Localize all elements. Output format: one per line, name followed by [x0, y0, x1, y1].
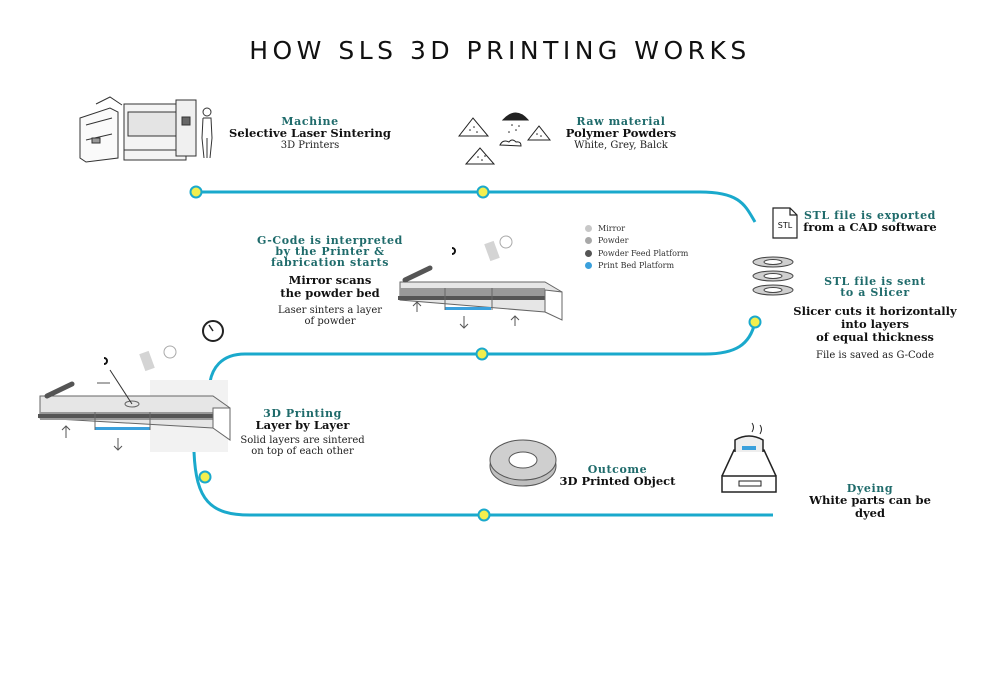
step-sub: Solid layers are sintered on top of each…	[240, 435, 365, 457]
step-layer: 3D Printing Layer by Layer Solid layers …	[230, 408, 375, 457]
step-title: G-Code is interpreted by the Printer & f…	[257, 234, 403, 269]
stl-icon-label: STL	[777, 221, 793, 230]
node-slicer	[748, 315, 762, 329]
legend-swatch	[585, 249, 592, 257]
step-heading: Selective Laser Sintering	[229, 126, 391, 140]
step-heading: Layer by Layer	[255, 418, 350, 432]
legend-label: Powder	[598, 236, 629, 246]
laser-icon	[451, 247, 456, 255]
stacked-layers-icon	[752, 256, 794, 296]
step-dyeing: Dyeing White parts can be dyed	[795, 483, 945, 520]
dye-pot-icon	[721, 422, 777, 493]
process-path-3	[192, 451, 773, 517]
step-title: STL file is exported	[804, 209, 936, 222]
step-gcode: G-Code is interpreted by the Printer & f…	[255, 235, 405, 327]
step-title: Machine	[281, 115, 339, 128]
node-gcode	[475, 347, 489, 361]
stopwatch-icon	[202, 320, 224, 342]
step-sub: White, Grey, Balck	[574, 140, 668, 151]
step-slicer: STL file is sent to a Slicer Slicer cuts…	[790, 276, 960, 361]
legend-swatch	[585, 262, 592, 270]
node-layer	[198, 470, 212, 484]
process-path-2	[208, 321, 757, 383]
sls-printer-icon	[79, 96, 213, 163]
node-raw-material	[476, 185, 490, 199]
step-title: Outcome	[587, 463, 648, 476]
node-machine	[189, 185, 203, 199]
step-sub: File is saved as G-Code	[816, 350, 934, 361]
process-path-1	[196, 190, 757, 223]
step-heading: Polymer Powders	[565, 126, 677, 140]
step-sub: Laser sinters a layer of powder	[277, 305, 383, 327]
step-title: 3D Printing	[263, 407, 342, 420]
legend-item: Print Bed Platform	[585, 260, 715, 273]
legend-item: Powder Feed Platform	[585, 247, 715, 260]
step-sub: 3D Printers	[280, 140, 340, 151]
legend-label: Powder Feed Platform	[598, 248, 689, 258]
step-heading: Mirror scans the powder bed	[280, 273, 380, 300]
legend-swatch	[585, 237, 592, 245]
step-stl-export: STL file is exported from a CAD software	[800, 210, 940, 234]
step-heading: 3D Printed Object	[559, 474, 676, 488]
step-raw-material: Raw material Polymer Powders White, Grey…	[546, 116, 696, 151]
step-heading: from a CAD software	[803, 220, 937, 234]
powder-piles-icon	[457, 112, 552, 165]
powder-bed-mid-icon	[398, 265, 563, 329]
legend-label: Print Bed Platform	[598, 261, 675, 271]
stl-file-icon	[772, 207, 798, 239]
legend-item: Mirror	[585, 222, 715, 235]
legend-swatch	[585, 224, 592, 232]
step-heading: White parts can be dyed	[809, 493, 931, 520]
gear-object-icon	[489, 439, 557, 487]
rotate-icon	[499, 235, 513, 249]
step-outcome: Outcome 3D Printed Object	[550, 464, 685, 488]
page-title: HOW SLS 3D PRINTING WORKS	[249, 36, 751, 65]
legend-label: Mirror	[598, 223, 626, 233]
legend-item: Powder	[585, 235, 715, 248]
step-heading: Slicer cuts it horizontally into layers …	[793, 304, 957, 344]
step-title: Raw material	[576, 115, 666, 128]
step-title: STL file is sent to a Slicer	[824, 275, 926, 299]
step-machine: Machine Selective Laser Sintering 3D Pri…	[220, 116, 400, 151]
node-outcome	[477, 508, 491, 522]
powder-bed-left-icon	[38, 345, 231, 452]
mirror-icon	[484, 240, 500, 262]
step-title: Dyeing	[846, 482, 894, 495]
